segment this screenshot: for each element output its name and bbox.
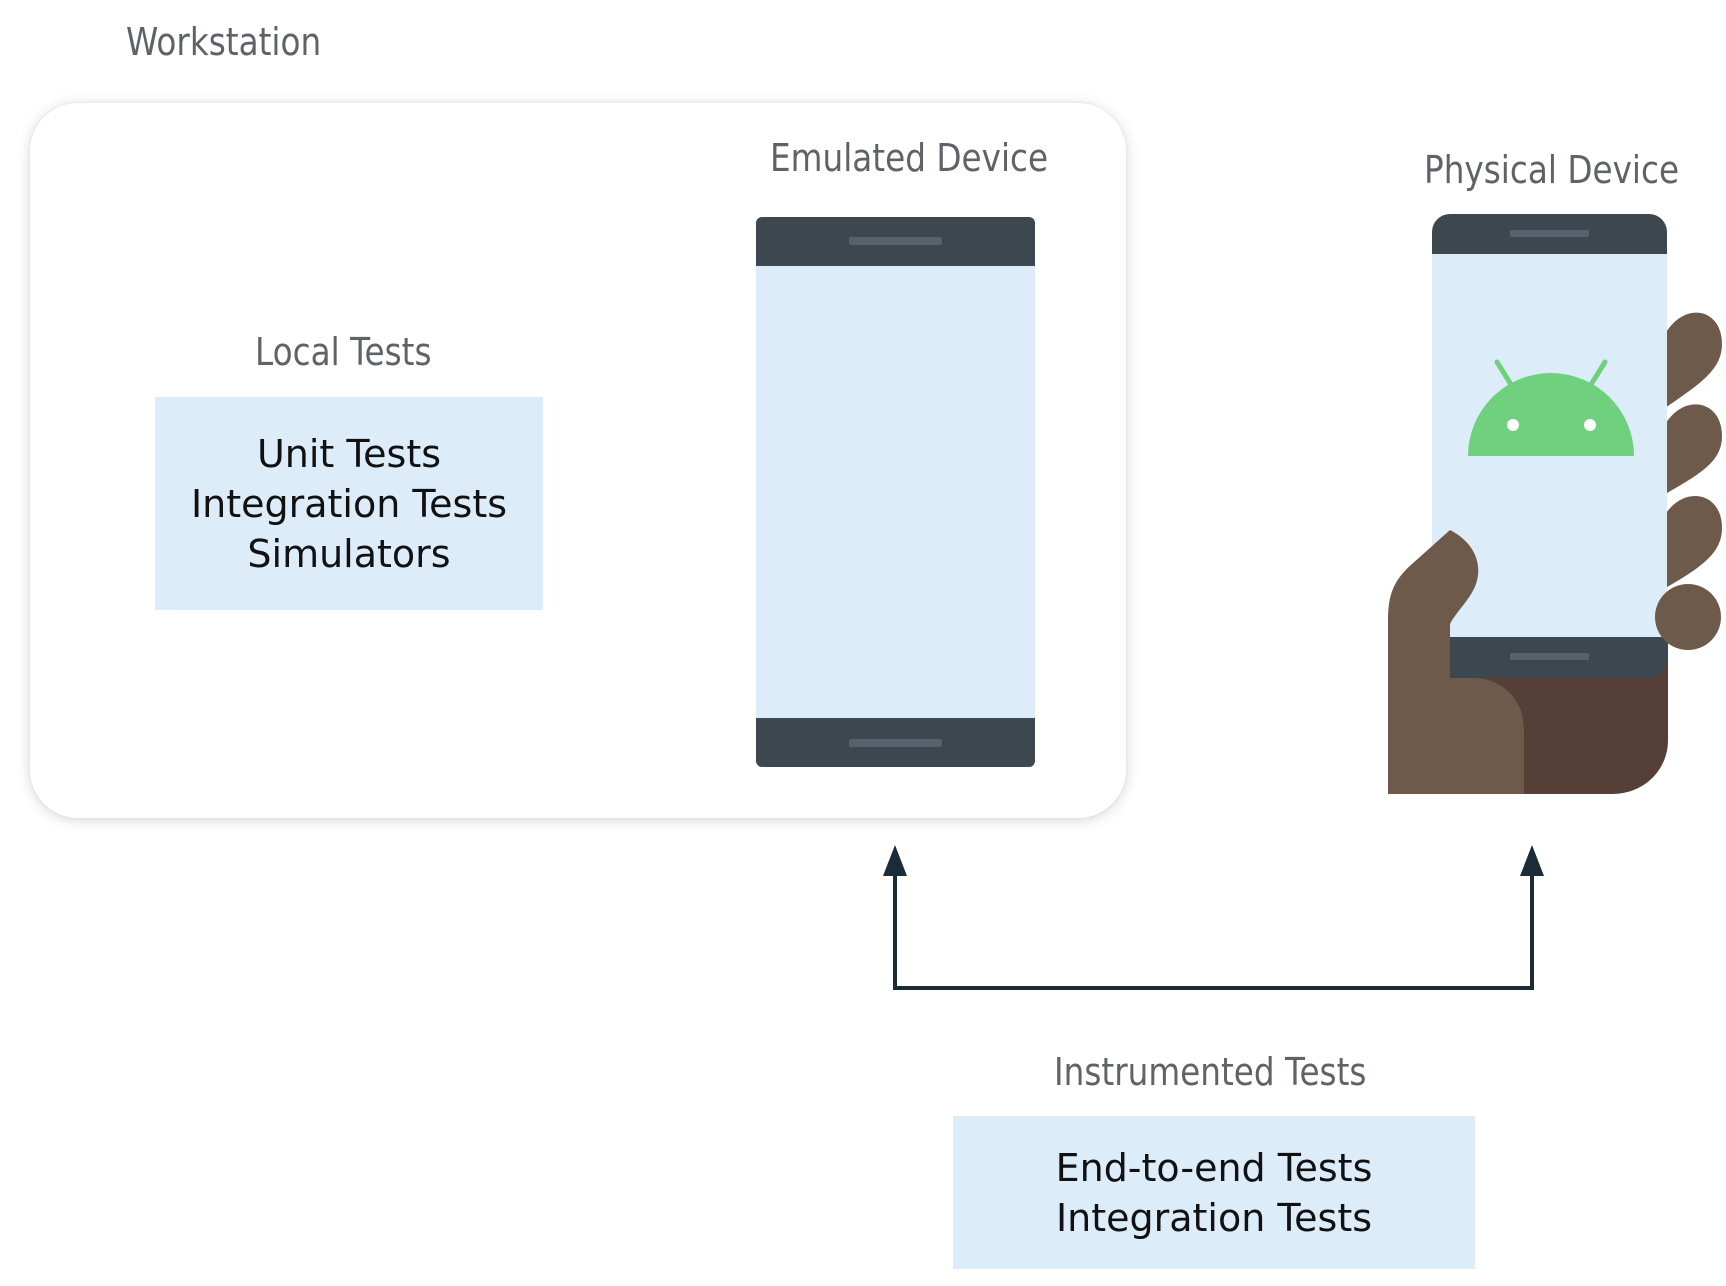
local-test-item: Simulators xyxy=(247,531,451,576)
emulated-phone-icon xyxy=(756,217,1035,767)
instrumented-test-item: Integration Tests xyxy=(1055,1195,1373,1240)
arrow-head-emulated-icon xyxy=(883,845,907,876)
hand-holding-phone-icon xyxy=(1388,214,1722,794)
workstation-label: Workstation xyxy=(126,20,322,64)
instrumented-test-item: End-to-end Tests xyxy=(1055,1145,1373,1190)
local-test-item: Unit Tests xyxy=(256,431,442,476)
instrumented-tests-label: Instrumented Tests xyxy=(1054,1050,1367,1094)
local-tests-box: Unit Tests Integration Tests Simulators xyxy=(155,397,543,610)
arrow-head-physical-icon xyxy=(1520,845,1544,876)
instrumented-connector xyxy=(883,845,1544,990)
local-tests-label: Local Tests xyxy=(255,330,432,374)
local-test-item: Integration Tests xyxy=(190,481,508,526)
android-logo-icon xyxy=(1468,359,1634,456)
emulated-device-label: Emulated Device xyxy=(770,136,1049,180)
physical-device-label: Physical Device xyxy=(1424,148,1680,192)
instrumented-tests-box: End-to-end Tests Integration Tests xyxy=(953,1116,1475,1269)
